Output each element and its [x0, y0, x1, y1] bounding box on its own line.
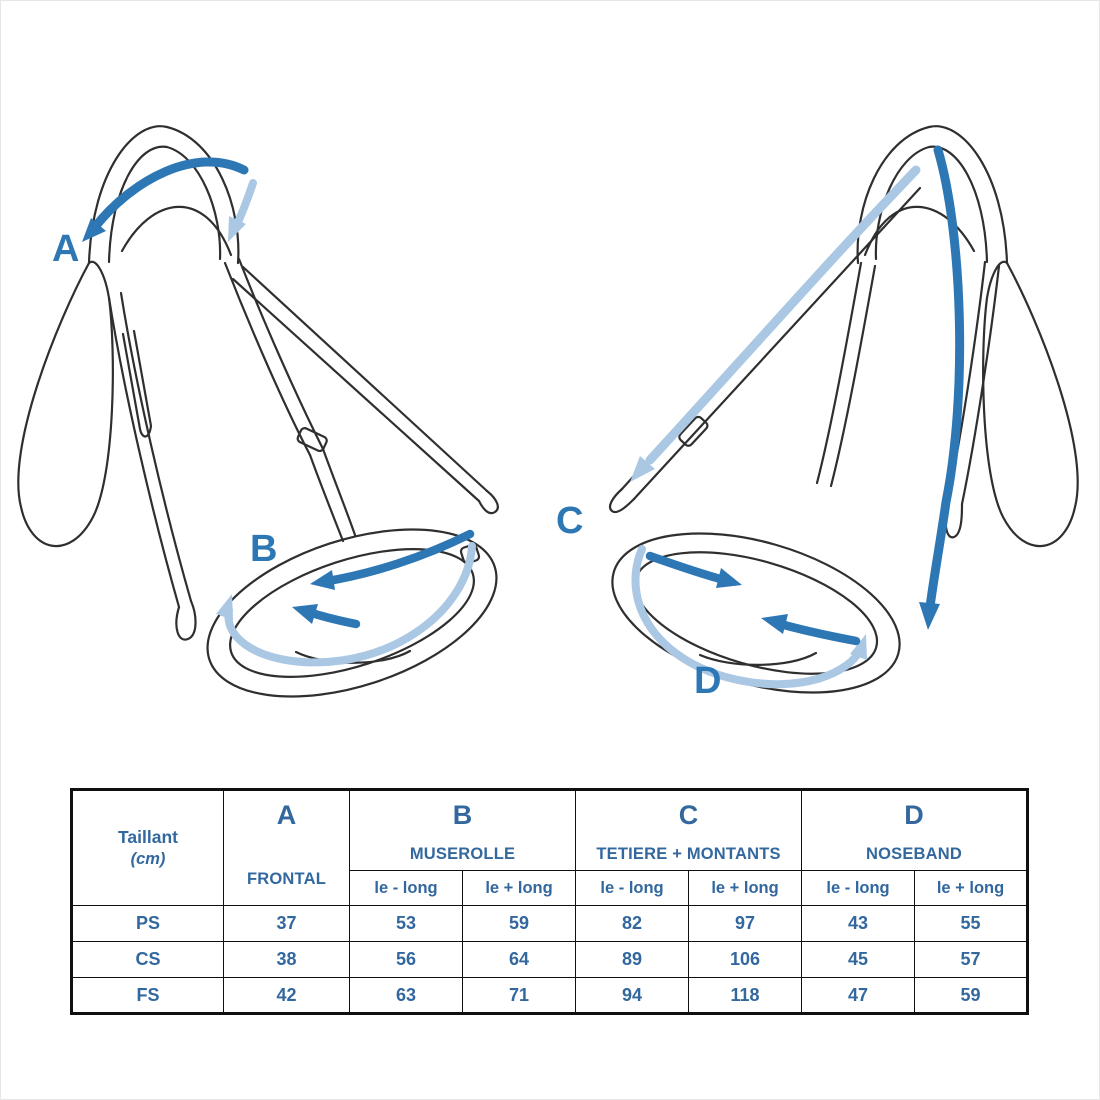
measure-d-primary-arrow-2	[772, 618, 861, 646]
measure-c-primary-arrow	[925, 145, 965, 612]
value-cell: 57	[914, 941, 1029, 978]
value-cell: 56	[349, 941, 463, 978]
left-throatlatch-tip	[175, 599, 197, 641]
column-c-letter: C	[678, 799, 699, 830]
value-cell: 94	[575, 977, 690, 1014]
right-crown-outer	[856, 125, 1009, 265]
measure-b-secondary-arrow	[224, 542, 476, 667]
column-a-letter: A	[276, 799, 297, 830]
left-keeper-strap	[121, 329, 153, 438]
left-loose-strap-2	[231, 277, 481, 503]
measure-label-c: C	[556, 500, 584, 542]
value-cell: 89	[575, 941, 690, 978]
column-b-header: B MUSEROLLE	[348, 788, 577, 872]
column-a-header: A FRONTAL	[223, 789, 350, 906]
value-cell: 59	[914, 977, 1029, 1014]
column-c-name: TETIERE + MONTANTS	[596, 844, 781, 863]
measure-primary-arrows	[82, 145, 965, 646]
left-noseband-inner	[229, 548, 475, 678]
column-c-header: C TETIERE + MONTANTS	[575, 788, 803, 872]
column-d-header: D NOSEBAND	[801, 788, 1029, 872]
subheader-b-shortest: le - long	[349, 870, 463, 906]
size-label: PS	[71, 905, 224, 942]
value-cell: 55	[914, 905, 1029, 942]
measure-label-a: A	[52, 228, 80, 270]
value-cell: 42	[223, 977, 350, 1014]
table-row-fs: FS 42 63 71 94 118 47 59	[71, 977, 1029, 1014]
measure-a-primary-arrow	[90, 157, 249, 232]
value-cell: 53	[349, 905, 463, 942]
left-throatlatch-2	[119, 291, 193, 603]
left-browband	[120, 205, 233, 257]
left-cheek-strap-1	[223, 261, 312, 457]
right-diagonal-buckle	[678, 415, 709, 447]
value-cell: 43	[801, 905, 916, 942]
left-loose-strap-1	[241, 265, 489, 493]
left-cheek-strap-2	[237, 257, 325, 451]
left-noseband-outer	[206, 528, 498, 698]
column-b-name: MUSEROLLE	[409, 844, 516, 863]
measure-label-d: D	[694, 660, 722, 702]
bridle-measure-diagram: A B C D	[17, 125, 1079, 702]
left-throatlatch-1	[107, 296, 181, 609]
subheader-c-shortest: le - long	[575, 870, 690, 906]
measure-b-primary-arrow-1	[317, 529, 475, 587]
measure-label-b: B	[250, 528, 278, 570]
right-noseband-inner	[633, 551, 879, 675]
right-side-strap-2	[960, 264, 1001, 506]
left-cheek-buckle	[296, 427, 328, 453]
column-d-name: NOSEBAND	[866, 844, 963, 863]
right-headpiece-loop	[982, 260, 1079, 548]
size-label: CS	[71, 941, 224, 978]
column-b-letter: B	[452, 799, 473, 830]
left-loose-strap-tip	[477, 489, 499, 515]
right-browband	[863, 205, 976, 257]
bridle-right-illustration	[608, 125, 1079, 694]
corner-line2: (cm)	[130, 850, 166, 868]
value-cell: 82	[575, 905, 690, 942]
value-cell: 63	[349, 977, 463, 1014]
right-diagonal-strap-2	[632, 186, 922, 501]
size-label: FS	[71, 977, 224, 1014]
table-corner-header: Taillant (cm)	[71, 789, 224, 906]
corner-line1: Taillant	[118, 827, 178, 847]
right-cheek-strap-1	[815, 261, 863, 485]
bridle-left-illustration	[17, 125, 499, 698]
value-cell: 47	[801, 977, 916, 1014]
column-d-letter: D	[904, 799, 924, 830]
table-row-ps: PS 37 53 59 82 97 43 55	[71, 905, 1029, 942]
left-chin-detail	[294, 649, 412, 664]
value-cell: 59	[461, 905, 577, 942]
bridle-diagram-canvas	[17, 125, 1079, 698]
table-row-cs: CS 38 56 64 89 106 45 57	[71, 941, 1029, 978]
value-cell: 38	[223, 941, 350, 978]
column-a-name: FRONTAL	[247, 869, 326, 888]
value-cell: 71	[461, 977, 577, 1014]
value-cell: 45	[801, 941, 916, 978]
value-cell: 64	[461, 941, 577, 978]
subheader-d-longest: le + long	[914, 870, 1029, 906]
subheader-d-shortest: le - long	[801, 870, 916, 906]
value-cell: 118	[688, 977, 803, 1014]
measure-d-primary-arrow-1	[645, 551, 733, 586]
right-diagonal-strap-tip	[608, 487, 636, 514]
value-cell: 106	[688, 941, 803, 978]
left-headpiece-loop	[17, 260, 114, 548]
size-table: Taillant (cm) A FRONTAL B MUSEROLLE C TE…	[70, 788, 1030, 1015]
measure-c-secondary-arrow	[645, 165, 921, 465]
measure-secondary-arrows	[216, 165, 921, 689]
measure-d-secondary-arrow	[631, 545, 865, 689]
value-cell: 37	[223, 905, 350, 942]
subheader-c-longest: le + long	[688, 870, 803, 906]
value-cell: 97	[688, 905, 803, 942]
subheader-b-longest: le + long	[461, 870, 577, 906]
right-cheek-strap-2	[829, 264, 877, 488]
right-chin-detail	[698, 651, 818, 666]
left-crown-outer	[87, 125, 240, 265]
